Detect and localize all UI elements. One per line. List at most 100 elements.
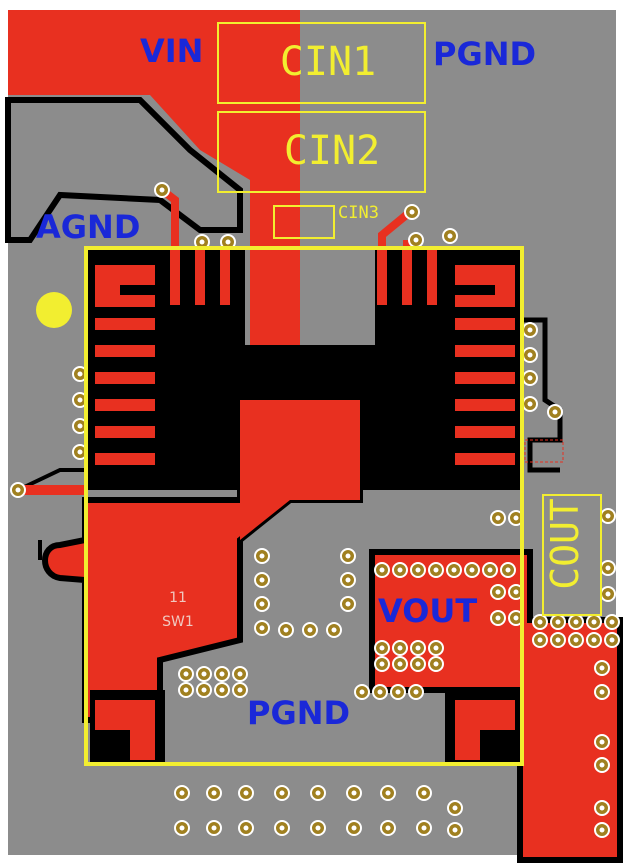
via-hole <box>505 567 511 573</box>
via-hole <box>379 645 385 651</box>
right-plane-outline <box>520 317 563 473</box>
via-hole <box>397 645 403 651</box>
net-label-vout: VOUT <box>378 592 477 630</box>
via-hole <box>513 615 519 621</box>
via-hole <box>421 790 427 796</box>
via-hole <box>77 397 83 403</box>
via-hole <box>452 827 458 833</box>
via-hole <box>591 637 597 643</box>
via-hole <box>605 513 611 519</box>
via-hole <box>159 187 165 193</box>
via-hole <box>555 637 561 643</box>
via-hole <box>345 601 351 607</box>
via-hole <box>395 689 401 695</box>
via-hole <box>77 371 83 377</box>
ic-body-mask <box>88 250 520 490</box>
via-hole <box>351 825 357 831</box>
via-hole <box>537 619 543 625</box>
via-hole <box>201 671 207 677</box>
via-hole <box>77 449 83 455</box>
via-hole <box>555 619 561 625</box>
via-hole <box>513 515 519 521</box>
via-hole <box>513 589 519 595</box>
via-hole <box>605 591 611 597</box>
via-hole <box>413 237 419 243</box>
via-hole <box>487 567 493 573</box>
via-hole <box>527 375 533 381</box>
via-hole <box>385 790 391 796</box>
via-hole <box>279 825 285 831</box>
via-hole <box>259 577 265 583</box>
via-hole <box>415 645 421 651</box>
via-hole <box>447 233 453 239</box>
via-hole <box>385 825 391 831</box>
via-hole <box>397 567 403 573</box>
via-hole <box>211 825 217 831</box>
via-hole <box>599 827 605 833</box>
via-hole <box>211 790 217 796</box>
via-hole <box>415 661 421 667</box>
via-hole <box>495 589 501 595</box>
via-hole <box>573 637 579 643</box>
via-hole <box>409 209 415 215</box>
cin3-outline <box>273 205 335 239</box>
via-hole <box>527 401 533 407</box>
via-hole <box>315 825 321 831</box>
via-hole <box>599 762 605 768</box>
via-hole <box>599 805 605 811</box>
via-hole <box>359 689 365 695</box>
via-hole <box>219 671 225 677</box>
via-hole <box>243 825 249 831</box>
via-hole <box>279 790 285 796</box>
ic-right-pads <box>455 265 515 465</box>
center-pad <box>240 400 360 540</box>
net-label-agnd: AGND <box>36 208 140 246</box>
via-hole <box>591 619 597 625</box>
cin1-outline <box>217 22 426 104</box>
via-hole <box>199 239 205 245</box>
via-hole <box>415 567 421 573</box>
via-hole <box>183 671 189 677</box>
via-hole <box>345 577 351 583</box>
pin-number: 11 <box>169 590 187 606</box>
vin-copper-pour <box>8 10 300 330</box>
via-hole <box>15 487 21 493</box>
via-hole <box>537 637 543 643</box>
via-hole <box>573 619 579 625</box>
via-hole <box>433 567 439 573</box>
cout-label: COUT <box>543 498 587 590</box>
via-hole <box>237 671 243 677</box>
ic-bottom-corner-pads <box>90 690 520 765</box>
via-hole <box>495 615 501 621</box>
via-hole <box>397 661 403 667</box>
via-hole <box>599 739 605 745</box>
via-hole <box>77 423 83 429</box>
via-hole <box>377 689 383 695</box>
pin-name: SW1 <box>162 614 194 630</box>
via-hole <box>469 567 475 573</box>
via-hole <box>307 627 313 633</box>
cin3-label: CIN3 <box>338 203 379 223</box>
via-hole <box>259 625 265 631</box>
via-hole <box>452 805 458 811</box>
via-hole <box>433 645 439 651</box>
agnd-island <box>5 97 243 243</box>
via-hole <box>259 601 265 607</box>
via-hole <box>609 637 615 643</box>
via-hole <box>552 409 558 415</box>
ic-outline <box>84 246 524 766</box>
via-hole <box>421 825 427 831</box>
via-hole <box>599 665 605 671</box>
via-hole <box>451 567 457 573</box>
ic-left-pads <box>95 265 155 465</box>
via-hole <box>379 661 385 667</box>
via-hole <box>495 515 501 521</box>
pin1-marker-dot <box>36 292 72 328</box>
via-hole <box>179 825 185 831</box>
via-hole <box>243 790 249 796</box>
via-hole <box>201 687 207 693</box>
via-hole <box>179 790 185 796</box>
via-hole <box>183 687 189 693</box>
net-label-vin: VIN <box>140 32 203 70</box>
